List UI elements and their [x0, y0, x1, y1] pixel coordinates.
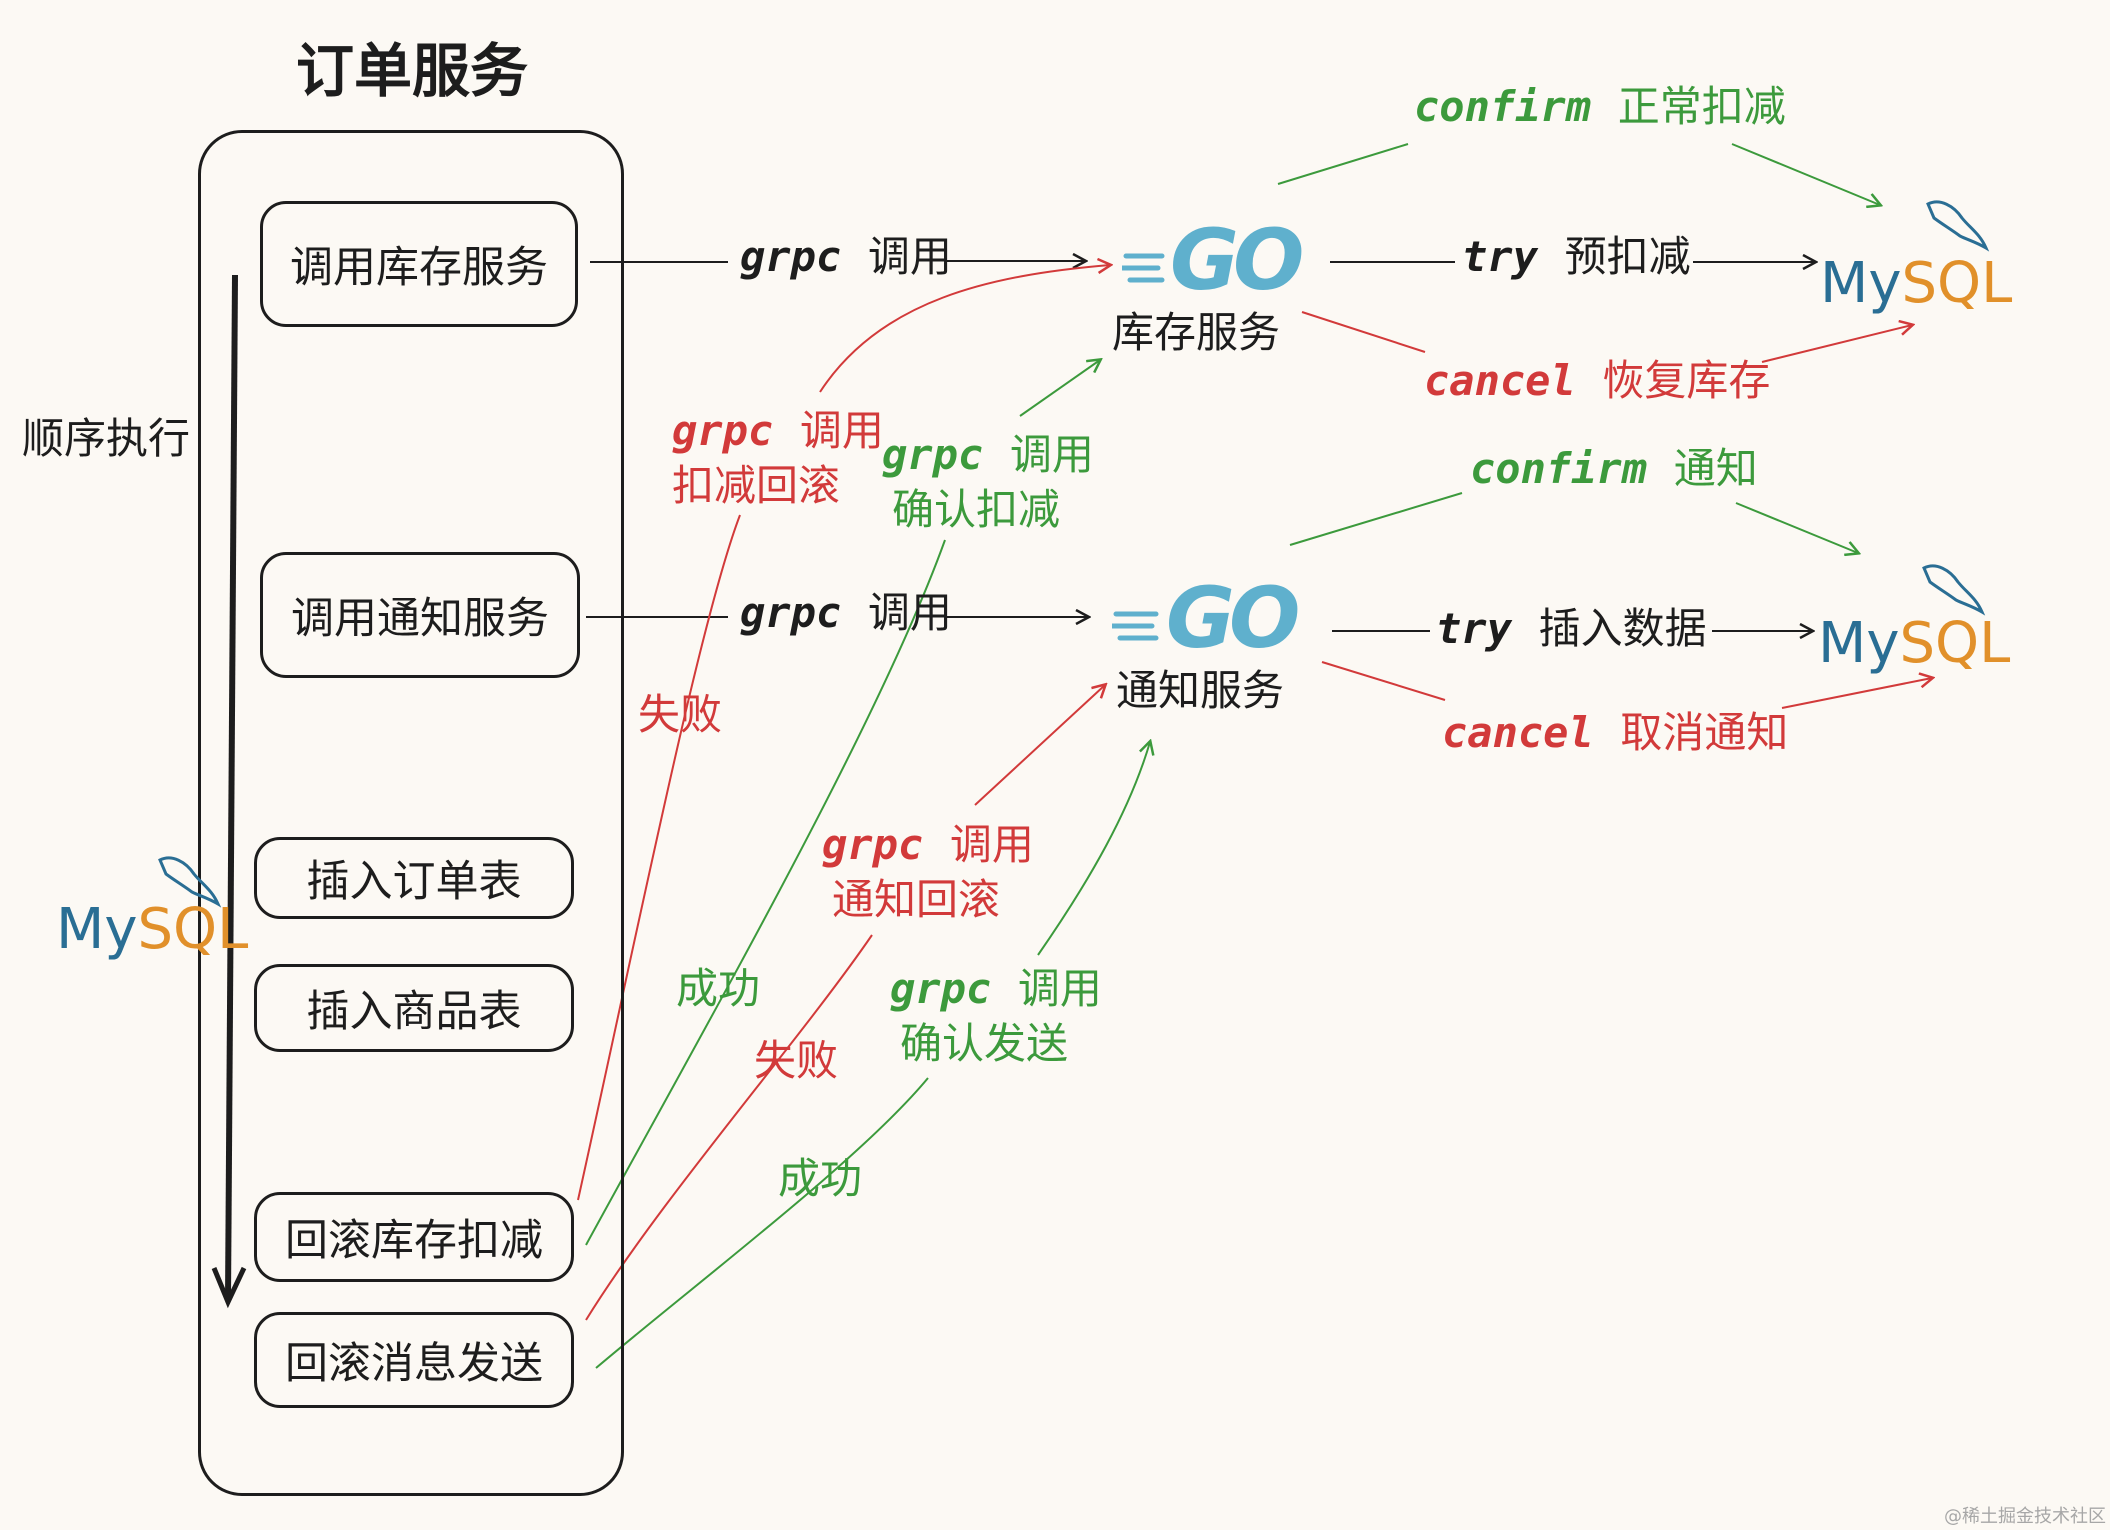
mysql-my-label: My: [1818, 611, 1900, 676]
inventory-rollback-arrow: [577, 514, 741, 1201]
sequence-label: 顺序执行: [22, 414, 191, 463]
step-call-notify: 调用通知服务: [260, 552, 580, 678]
step-insert-goods: 插入商品表: [254, 964, 574, 1052]
mysql-sql-label: SQL: [137, 897, 249, 962]
success-label-notify: 成功: [778, 1154, 863, 1203]
watermark: @稀土掘金技术社区: [1944, 1506, 2106, 1527]
notify-rollback-arrow: [585, 934, 873, 1321]
sequence-arrow: [225, 274, 238, 1301]
go-logo-inventory: GO: [1170, 211, 1304, 309]
inventory-cancel-label: cancel 恢复库存: [1424, 356, 1771, 405]
inventory-confirm-label: confirm 正常扣减: [1414, 82, 1786, 131]
inventory-cancel-arrow: [1301, 311, 1426, 353]
step-call-inventory: 调用库存服务: [260, 201, 578, 327]
go-speed-lines-icon: [1109, 606, 1160, 650]
notify-rollback-label: grpc 调用 通知回滚: [822, 820, 1034, 924]
inventory-rollback-label: grpc 调用 扣减回滚: [672, 406, 884, 510]
mysql-sql-label: SQL: [1901, 251, 2013, 316]
mysql-my-label: My: [56, 897, 138, 962]
mysql-sql-label: SQL: [1899, 611, 2011, 676]
mysql-my-label: My: [1820, 251, 1902, 316]
inventory-try-label: try 预扣减: [1462, 232, 1691, 281]
inventory-commit-arrow: [585, 539, 946, 1246]
inventory-confirm-arrow: [1277, 143, 1409, 185]
inventory-service-label: 库存服务: [1112, 308, 1281, 357]
notify-commit-arrow: [595, 1077, 929, 1369]
fail-label-inventory: 失败: [638, 690, 723, 739]
notify-commit-label: grpc 调用 确认发送: [890, 964, 1102, 1068]
dolphin-icon: [1922, 564, 1986, 616]
order-service-title: 订单服务: [296, 37, 529, 105]
go-logo-notify: GO: [1166, 569, 1300, 667]
call-inventory-label: grpc 调用: [740, 232, 952, 281]
notify-try-label: try 插入数据: [1436, 604, 1707, 653]
notify-service-label: 通知服务: [1116, 666, 1285, 715]
step-rollback-inventory: 回滚库存扣减: [254, 1192, 574, 1282]
fail-label-notify: 失败: [754, 1036, 839, 1085]
go-speed-lines-icon: [1119, 248, 1166, 292]
notify-cancel-arrow: [1321, 661, 1446, 701]
step-insert-order: 插入订单表: [254, 837, 574, 919]
success-label-inventory: 成功: [676, 964, 761, 1013]
notify-confirm-arrow: [1289, 492, 1463, 546]
call-notify-label: grpc 调用: [740, 588, 952, 637]
step-rollback-message: 回滚消息发送: [254, 1312, 574, 1408]
dolphin-icon: [158, 856, 222, 908]
notify-confirm-label: confirm 通知: [1470, 444, 1758, 493]
notify-cancel-label: cancel 取消通知: [1442, 708, 1789, 757]
dolphin-icon: [1926, 200, 1990, 252]
order-service-container: [198, 130, 624, 1496]
inventory-commit-label: grpc 调用 确认扣减: [882, 430, 1094, 534]
